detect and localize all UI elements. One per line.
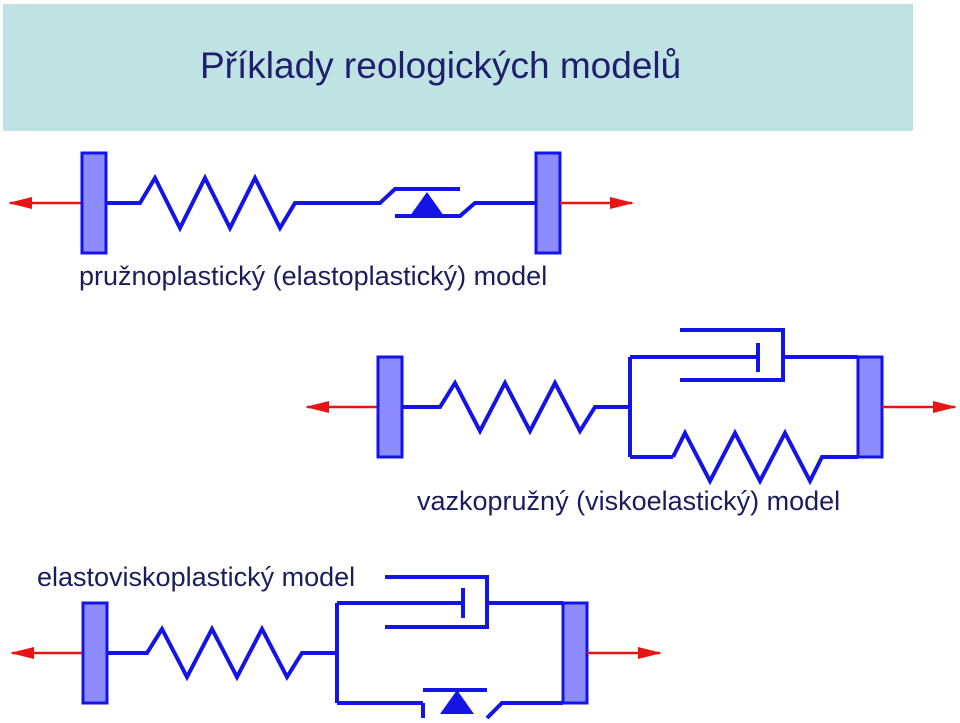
slider-triangle — [410, 192, 444, 216]
left-plate — [81, 601, 109, 705]
left-arrowhead — [8, 197, 32, 209]
series-spring — [402, 378, 630, 436]
series-spring — [107, 624, 337, 682]
title-banner — [3, 4, 913, 131]
parallel-spring — [671, 428, 858, 486]
elastoplastic-model-caption: pružnoplastický (elastoplastický) model — [79, 261, 548, 291]
slider-lower-wire — [395, 201, 536, 218]
slider-wires — [421, 688, 563, 720]
left-arrowhead — [10, 647, 34, 659]
right-arrowhead — [610, 197, 634, 209]
parallel-frame — [628, 355, 758, 459]
left-plate — [376, 355, 404, 459]
page-title: Příklady reologických modelů — [200, 45, 682, 86]
dashpot — [385, 575, 563, 629]
left-arrowhead — [305, 401, 329, 413]
elastoplastic-model — [8, 151, 634, 255]
right-arrowhead — [638, 647, 662, 659]
right-plate — [561, 601, 589, 705]
right-plate — [856, 355, 884, 459]
spring — [106, 173, 460, 233]
parallel-frame — [335, 601, 463, 705]
slider-triangle — [440, 690, 474, 714]
dashpot — [680, 328, 858, 382]
right-plate — [534, 151, 562, 255]
elastoviscoplastic-model-caption: elastoviskoplastický model — [37, 562, 356, 592]
viscoelastic-model-caption: vazkopružný (viskoelastický) model — [417, 486, 841, 516]
left-plate — [80, 151, 108, 255]
right-arrowhead — [933, 401, 957, 413]
elastoviscoplastic-model — [10, 575, 662, 720]
viscoelastic-model — [305, 328, 957, 486]
